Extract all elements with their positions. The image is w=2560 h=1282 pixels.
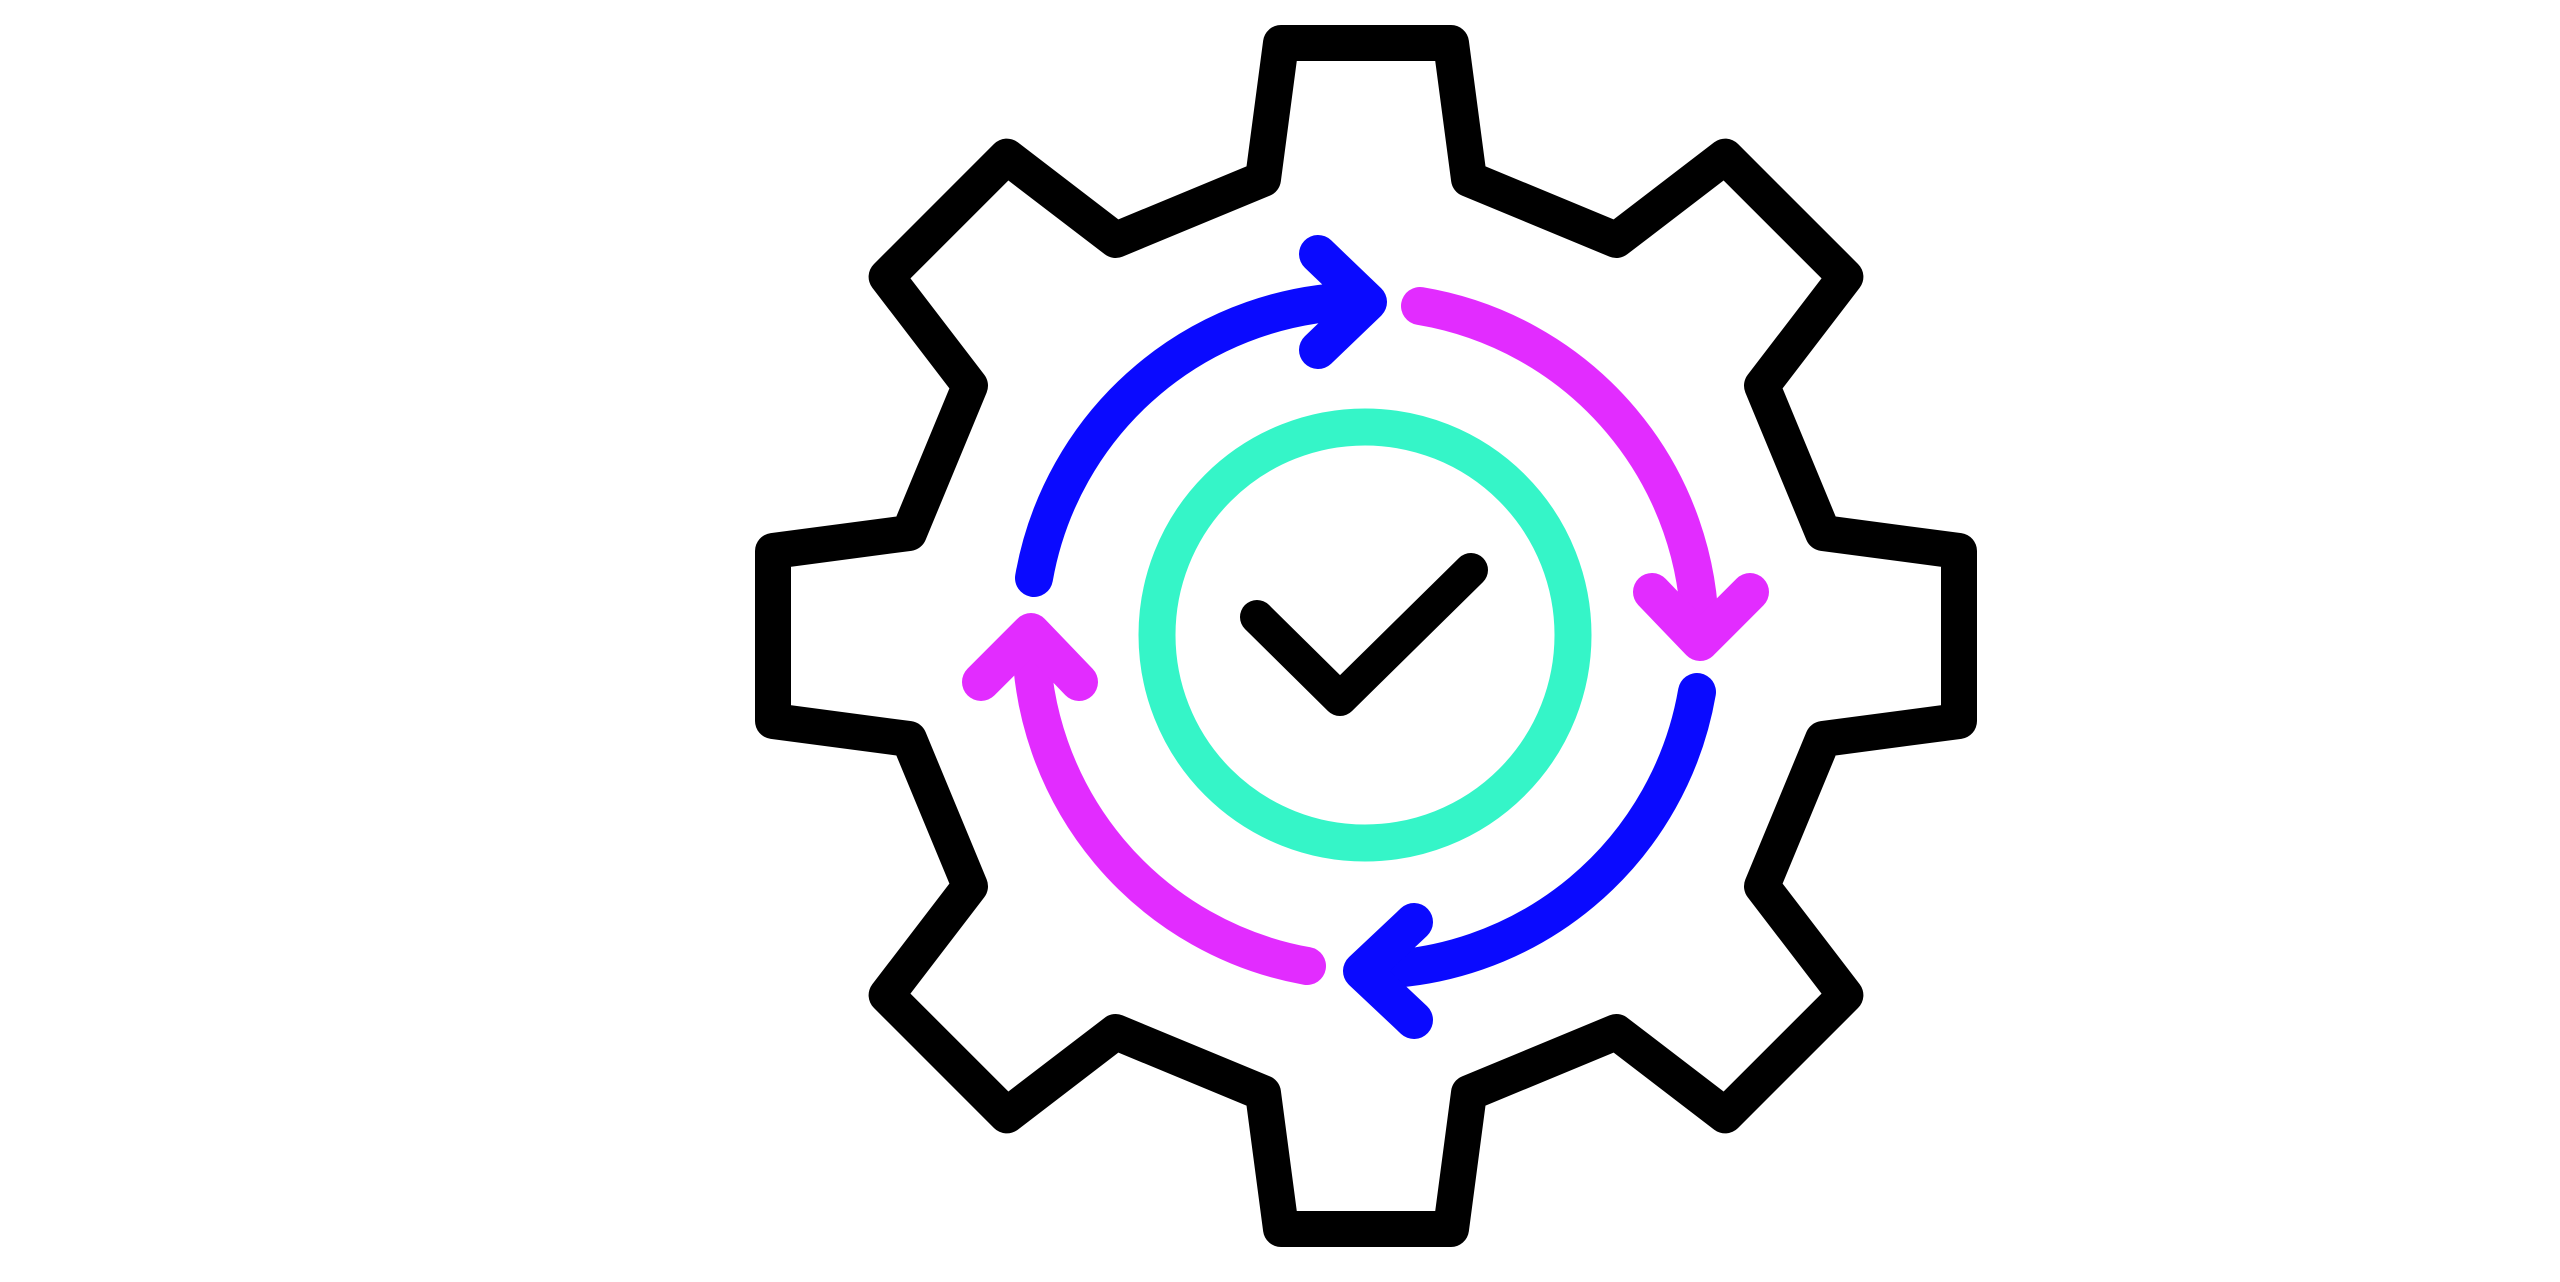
cycle-arrows-icon [962, 235, 1769, 1039]
arrow-head-down-icon [1633, 573, 1769, 661]
arrow-head-left-icon [1343, 903, 1433, 1039]
arrow-arc [1401, 287, 1720, 657]
arrow-arc [1011, 617, 1326, 985]
check-circle-icon [1138, 408, 1592, 862]
arrow-head-up-icon [962, 613, 1098, 701]
arrow-bottom-left-magenta [962, 613, 1326, 985]
arrow-arc [1015, 282, 1383, 597]
check-circle-ring [1138, 408, 1592, 862]
arrow-head-right-icon [1299, 235, 1387, 369]
arrow-bottom-right-blue [1343, 673, 1716, 1039]
gear-icon [755, 25, 1977, 1247]
checkmark-icon [1240, 553, 1488, 716]
arrow-top-left-blue [1015, 235, 1387, 597]
arrow-arc [1345, 673, 1716, 990]
arrow-top-right-magenta [1401, 287, 1769, 661]
